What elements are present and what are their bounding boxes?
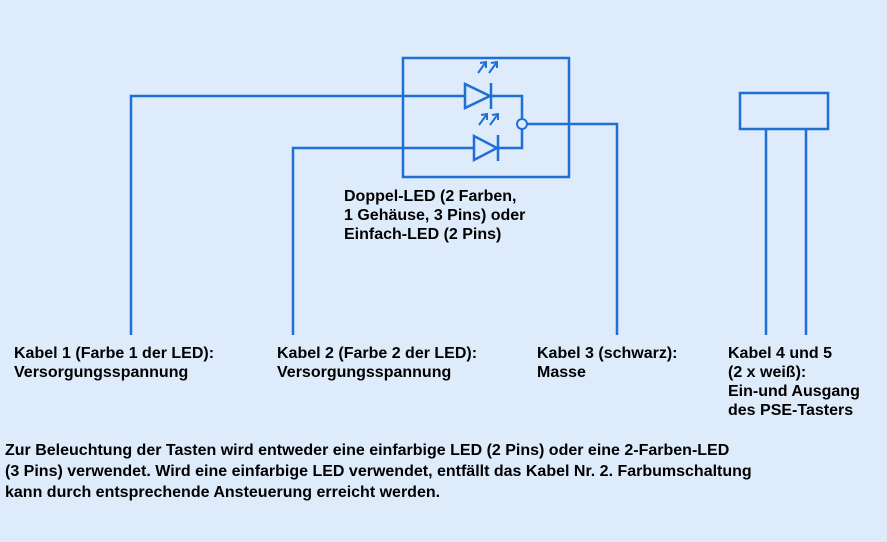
caption-line: Zur Beleuchtung der Tasten wird entweder…	[5, 442, 730, 459]
caption-line: kann durch entsprechende Ansteuerung err…	[5, 484, 441, 501]
kabel1-title: Kabel 1 (Farbe 1 der LED):	[14, 345, 215, 362]
kabel3-desc: Masse	[537, 364, 586, 381]
led-housing	[401, 56, 571, 179]
kabel45-title: Kabel 4 und 5	[728, 345, 833, 362]
caption-text: Zur Beleuchtung der Tasten wird entweder…	[5, 440, 885, 503]
light-arrows-icon	[478, 112, 499, 126]
kabel3-label: Kabel 3 (schwarz): Masse	[537, 344, 677, 382]
kabel2-label: Kabel 2 (Farbe 2 der LED): Versorgungssp…	[277, 344, 477, 382]
kabel3-wire	[527, 122, 619, 335]
kabel2-desc: Versorgungsspannung	[277, 364, 452, 381]
kabel1-label: Kabel 1 (Farbe 1 der LED): Versorgungssp…	[14, 344, 214, 382]
led2-cathode-wire	[498, 129, 524, 150]
led-label: Doppel-LED (2 Farben, 1 Gehäuse, 3 Pins)…	[344, 187, 525, 244]
kabel2-title: Kabel 2 (Farbe 2 der LED):	[277, 345, 478, 362]
push-button-icon	[738, 91, 830, 131]
kabel45-desc: des PSE-Tasters	[728, 402, 854, 419]
led1-diode-icon	[463, 82, 493, 110]
kabel2-wire	[291, 146, 474, 335]
light-arrows-icon	[477, 60, 498, 74]
kabel45-desc: Ein-und Ausgang	[728, 383, 860, 400]
led-label-line: 1 Gehäuse, 3 Pins) oder	[344, 207, 526, 224]
kabel45-label: Kabel 4 und 5 (2 x weiß): Ein-und Ausgan…	[728, 344, 860, 420]
junction-node-icon	[516, 118, 528, 130]
led-label-line: Einfach-LED (2 Pins)	[344, 226, 502, 243]
caption-line: (3 Pins) verwendet. Wird eine einfarbige…	[5, 463, 752, 480]
led-label-line: Doppel-LED (2 Farben,	[344, 188, 517, 205]
led1-cathode-wire	[492, 94, 524, 118]
kabel1-desc: Versorgungsspannung	[14, 364, 189, 381]
kabel3-title: Kabel 3 (schwarz):	[537, 345, 678, 362]
wiring-diagram	[129, 56, 830, 335]
kabel45-desc: (2 x weiß):	[728, 364, 807, 381]
led2-diode-icon	[472, 133, 500, 163]
kabel1-wire	[129, 94, 465, 335]
